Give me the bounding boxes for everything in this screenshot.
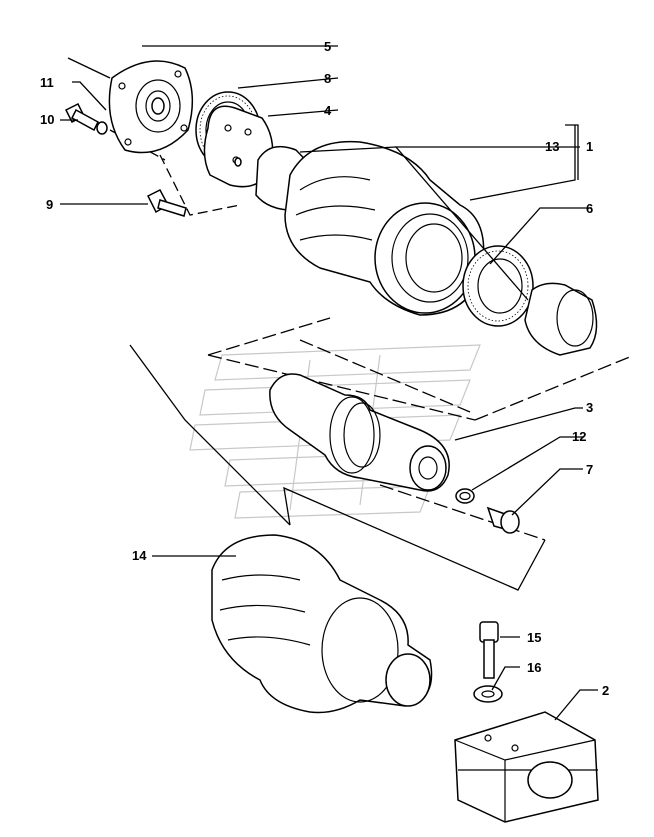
cap-bolt-part	[146, 189, 187, 217]
label-part-4: 4	[324, 103, 332, 118]
label-part-16: 16	[527, 660, 541, 675]
leader-lines	[60, 45, 598, 721]
label-part-8: 8	[324, 71, 331, 86]
label-part-9: 9	[46, 197, 53, 212]
label-part-2: 2	[602, 683, 609, 698]
o-ring-part	[455, 488, 475, 504]
label-part-1: 1	[586, 139, 593, 154]
label-part-5: 5	[324, 39, 331, 54]
label-part-13: 13	[545, 139, 559, 154]
screw-washer-part	[64, 102, 108, 135]
assembly-guide-lines	[109, 129, 633, 591]
label-part-3: 3	[586, 400, 593, 415]
clamp-block-part	[454, 711, 599, 823]
part-number-labels: 1 2 3 4 5 6 7 8 9 10 11 12 13 14 15 16	[40, 39, 609, 698]
bearing-race-part	[462, 245, 534, 327]
flange-cover-part	[108, 60, 194, 154]
plug-screw-part	[486, 506, 520, 534]
label-part-14: 14	[132, 548, 147, 563]
axle-shaft-part	[269, 373, 450, 492]
washer-part	[473, 685, 503, 703]
roller-body-part	[284, 140, 485, 316]
label-part-10: 10	[40, 112, 54, 127]
label-part-6: 6	[586, 201, 593, 216]
complete-roller-part	[211, 534, 433, 714]
label-part-11: 11	[40, 75, 54, 90]
label-part-7: 7	[586, 462, 593, 477]
label-part-12: 12	[572, 429, 586, 444]
bolt-part	[479, 621, 499, 679]
bushing-sleeve-part	[524, 282, 598, 356]
label-part-15: 15	[527, 630, 541, 645]
